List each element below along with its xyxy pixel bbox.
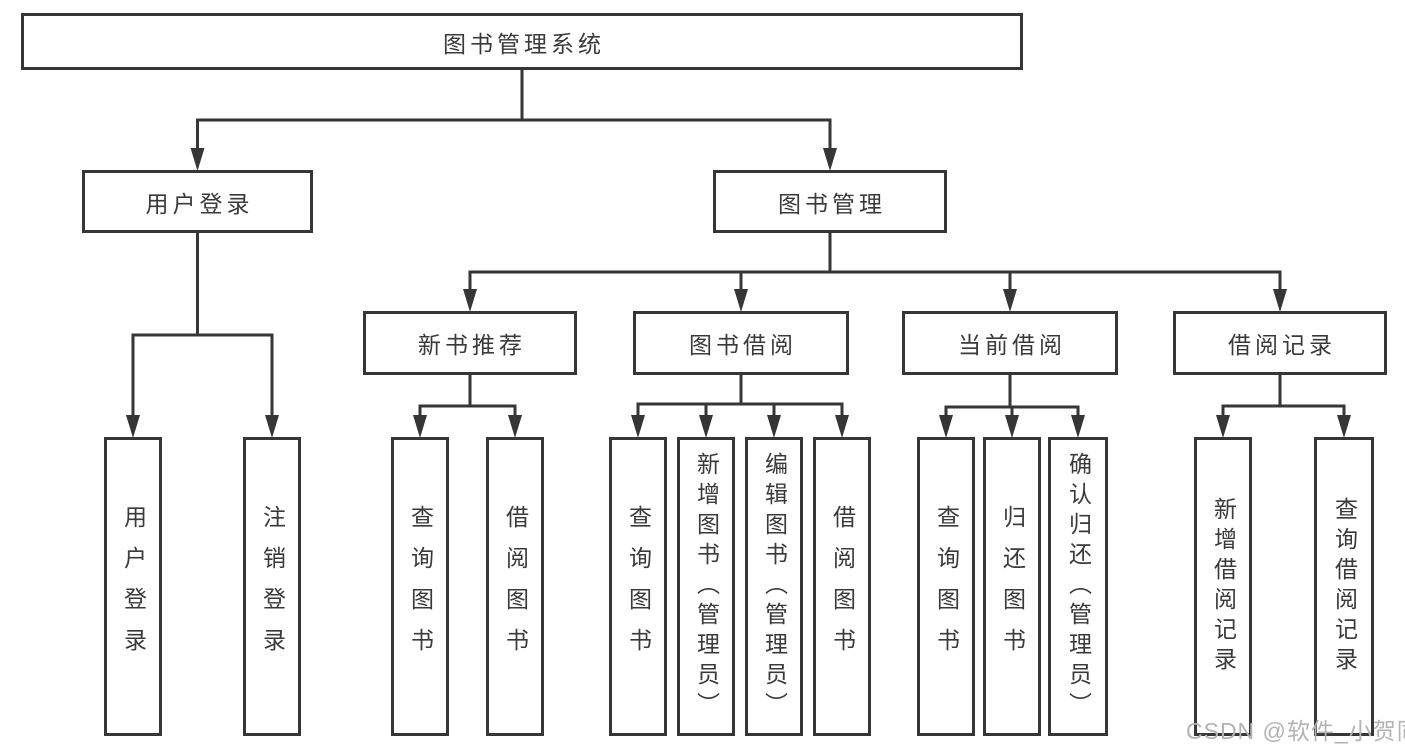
arrowhead-icon <box>1003 289 1017 312</box>
node-leaf-confirm-return-admin: 确认归还（管理员） <box>1048 437 1108 736</box>
node-current-borrowing: 当前借阅 <box>902 311 1118 375</box>
node-leaf-add-book-admin: 新增图书（管理员） <box>677 437 735 736</box>
arrowhead-icon <box>126 415 140 438</box>
arrowhead-icon <box>939 415 953 438</box>
node-book-borrowing: 图书借阅 <box>633 311 849 375</box>
node-leaf-query-book-recommend: 查询图书 <box>391 437 449 736</box>
node-root: 图书管理系统 <box>21 13 1023 70</box>
node-leaf-borrow-book-recommend: 借阅图书 <box>486 437 544 736</box>
node-leaf-add-borrow-record: 新增借阅记录 <box>1194 437 1252 736</box>
node-new-book-recommend: 新书推荐 <box>363 311 577 375</box>
arrowhead-icon <box>767 415 781 438</box>
node-leaf-logout: 注销登录 <box>243 437 301 736</box>
node-leaf-return-book: 归还图书 <box>983 437 1041 736</box>
node-leaf-query-book-borrowing: 查询图书 <box>609 437 667 736</box>
arrowhead-icon <box>734 289 748 312</box>
node-leaf-query-borrow-record: 查询借阅记录 <box>1314 437 1374 736</box>
arrowhead-icon <box>413 415 427 438</box>
node-leaf-edit-book-admin: 编辑图书（管理员） <box>745 437 803 736</box>
node-leaf-user-login: 用户登录 <box>104 437 162 736</box>
node-user-login: 用户登录 <box>82 170 313 233</box>
arrowhead-icon <box>823 148 837 171</box>
arrowhead-icon <box>1337 415 1351 438</box>
arrowhead-icon <box>835 415 849 438</box>
arrowhead-icon <box>1005 415 1019 438</box>
arrowhead-icon <box>1216 415 1230 438</box>
arrowhead-icon <box>699 415 713 438</box>
arrowhead-icon <box>190 148 205 171</box>
node-leaf-query-book-current: 查询图书 <box>917 437 975 736</box>
node-leaf-borrow-book-borrowing: 借阅图书 <box>813 437 871 736</box>
arrowhead-icon <box>1071 415 1085 438</box>
node-book-management: 图书管理 <box>713 170 947 233</box>
arrowhead-icon <box>463 289 477 312</box>
arrowhead-icon <box>508 415 522 438</box>
arrowhead-icon <box>631 415 645 438</box>
arrowhead-icon <box>1273 289 1287 312</box>
node-borrowing-records: 借阅记录 <box>1173 311 1387 375</box>
arrowhead-icon <box>265 415 279 438</box>
watermark: CSDN @软件_小贺同学 <box>1186 718 1405 744</box>
